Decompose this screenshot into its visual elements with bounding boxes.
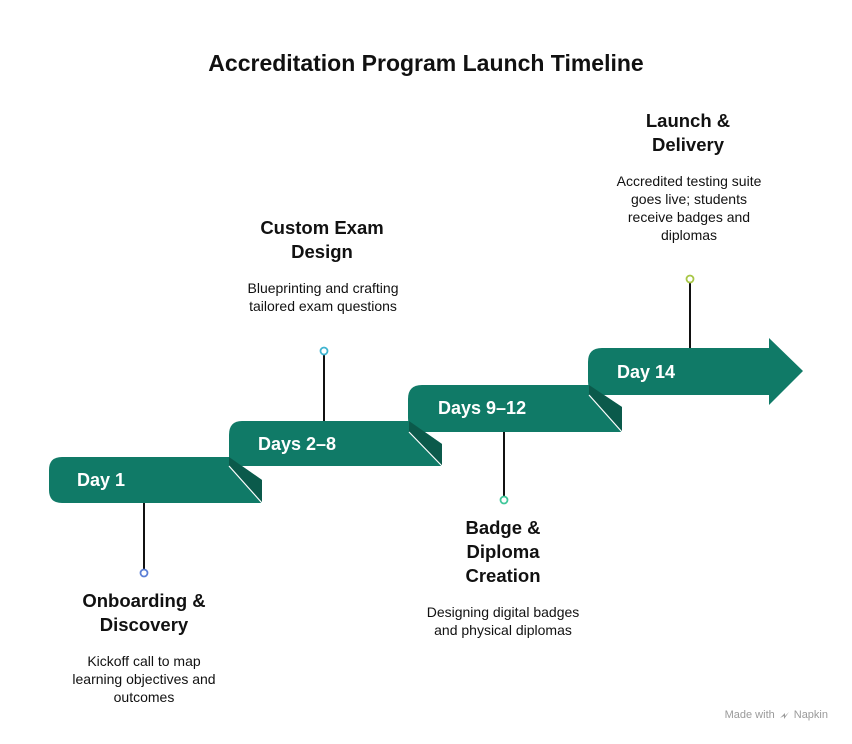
step-band-2 xyxy=(229,421,443,467)
step-band-1 xyxy=(49,457,263,504)
step-title-1: Onboarding & Discovery xyxy=(82,590,206,635)
step-label-2: Days 2–8 xyxy=(258,434,336,454)
step-title-3: Badge & Diploma Creation xyxy=(465,517,541,586)
step-title-4: Launch & Delivery xyxy=(645,110,731,155)
step-label-3: Days 9–12 xyxy=(438,398,526,418)
footer-brand: Napkin xyxy=(793,709,828,721)
step-band-3 xyxy=(408,385,623,433)
marker-dot-3 xyxy=(499,495,509,505)
step-description-1: Kickoff call to map learning objectives … xyxy=(72,653,216,705)
footer-attribution: Made with Napkin xyxy=(725,709,828,721)
marker-dot-1 xyxy=(139,568,149,578)
marker-dot-4 xyxy=(685,274,695,284)
footer-made-with: Made with xyxy=(724,709,775,721)
marker-dot-2 xyxy=(319,346,329,356)
napkin-logo-icon xyxy=(779,710,790,721)
diagram-title: Accreditation Program Launch Timeline xyxy=(208,50,644,76)
step-band-4 xyxy=(588,338,803,405)
step-title-2: Custom Exam Design xyxy=(260,217,384,262)
step-label-4: Day 14 xyxy=(617,362,675,382)
step-description-3: Designing digital badges and physical di… xyxy=(426,604,580,638)
step-label-1: Day 1 xyxy=(77,470,125,490)
step-description-4: Accredited testing suite goes live; stud… xyxy=(616,173,762,243)
step-description-2: Blueprinting and crafting tailored exam … xyxy=(247,280,399,314)
